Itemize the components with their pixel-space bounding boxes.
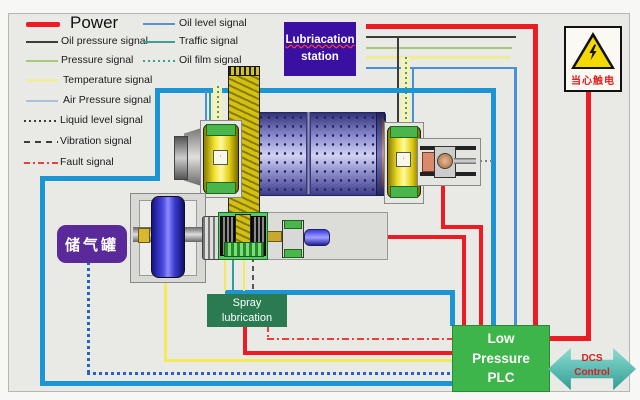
wire-temp-motor-drop [164, 278, 167, 361]
dcs-control-text: DCS Control [548, 352, 636, 380]
wire-temperature-top [366, 56, 510, 59]
wire-pinion-run [441, 225, 483, 229]
lightning-bolt-icon [589, 44, 597, 61]
gear-base-rack [224, 242, 264, 257]
spray-lubrication-box: Spray lubrication [207, 294, 287, 327]
legend-label-oil-level: Oil level signal [179, 17, 247, 29]
left-bearing-cap-top [206, 124, 236, 136]
legend-swatch-temperature [26, 79, 58, 82]
wire-spray-run [243, 351, 453, 355]
legend-swatch-power [26, 22, 60, 27]
legend-swatch-oil-pressure [26, 41, 58, 43]
wire-air-bottom [40, 381, 454, 386]
wire-power-top [366, 24, 538, 29]
plc-line3: PLC [487, 370, 515, 386]
lubrication-station-box: Lubriacation station [284, 22, 356, 76]
warning-text: 当心触电 [571, 76, 615, 87]
wire-sensor-right-oil-level [412, 67, 414, 147]
wire-gear-traffic [232, 250, 234, 291]
wire-liquid-drop [87, 262, 90, 375]
low-pressure-plc-box: Low Pressure PLC [452, 325, 550, 392]
wire-air-left-run [42, 176, 160, 181]
drive-motor-cylinder [304, 229, 330, 246]
drum-seam [306, 112, 311, 194]
wire-pinion-drop [441, 180, 445, 228]
legend-label-pressure: Pressure signal [61, 54, 134, 66]
legend-swatch-pressure [26, 60, 58, 62]
plc-line2: Pressure [472, 350, 530, 366]
wire-gear-temp1 [224, 250, 226, 291]
wire-fault-run [267, 338, 453, 340]
lubrication-station-line2: station [301, 51, 339, 63]
dcs-line2: Control [574, 367, 610, 378]
wire-sensor-left-oil-level [205, 91, 207, 131]
legend-swatch-liquid-level [24, 120, 58, 122]
legend-label-temperature: Temperature signal [63, 74, 153, 86]
wire-oil-pressure [366, 36, 516, 38]
girth-gear-teeth [228, 66, 260, 76]
wire-oil-level-down [514, 67, 517, 326]
wire-power-down [533, 24, 538, 326]
wire-warning-down [586, 88, 591, 341]
wire-temp-run [164, 359, 453, 362]
legend-label-traffic: Traffic signal [179, 35, 238, 47]
wire-air-left-side [40, 176, 45, 385]
spray-line2: lubrication [221, 311, 273, 324]
motor-hub [138, 228, 150, 243]
legend-swatch-vibration [24, 141, 58, 143]
wire-pressure [366, 47, 512, 49]
wire-pinion-down [479, 225, 483, 326]
pinion-shaft [454, 158, 476, 164]
wire-sensor-left-traffic [209, 91, 211, 131]
motor-flywheel [151, 196, 185, 278]
mill-drum [240, 112, 386, 196]
electric-shock-warning-sign: 当心触电 [564, 26, 622, 92]
wire-liquid-run [87, 372, 453, 375]
wire-sensor-left-oil-film [217, 86, 219, 132]
legend-label-vibration: Vibration signal [60, 135, 132, 147]
drive-bearing-cap-top [284, 220, 302, 229]
wire-oil-level [366, 67, 516, 69]
wire-sensor-right-oil-film [405, 57, 407, 147]
legend-swatch-traffic [143, 41, 175, 43]
legend-label-liquid-level: Liquid level signal [60, 114, 143, 126]
wire-vibration [252, 248, 254, 291]
legend-swatch-oil-level [143, 23, 175, 25]
legend-label-oil-pressure: Oil pressure signal [61, 35, 148, 47]
wire-motor-red-down [462, 235, 466, 326]
legend-swatch-air-pressure [26, 100, 58, 102]
right-bearing-cap-bottom [390, 186, 418, 198]
plc-line1: Low [487, 331, 515, 347]
wire-warning-run [546, 336, 591, 341]
air-tank-label: 储气罐 [57, 225, 127, 263]
wire-air-bus2-drop [450, 290, 455, 326]
wire-air-right-drop [491, 88, 496, 326]
air-tank-text: 储气罐 [64, 236, 119, 254]
pinion-bearing-core [437, 153, 453, 169]
left-bearing-port: · [213, 150, 228, 165]
wire-gear-temp2 [243, 250, 245, 291]
legend-label-oil-film: Oil film signal [179, 54, 242, 66]
left-bearing-cap-bottom [206, 182, 236, 194]
legend-swatch-fault [24, 162, 58, 164]
legend-swatch-oil-film [143, 60, 175, 62]
motor-shaft-right [180, 227, 204, 242]
wire-air-bus2 [225, 290, 455, 295]
right-bearing-port: · [396, 152, 411, 167]
wire-air-bus [157, 88, 495, 93]
drive-bearing-cap-bottom [284, 249, 302, 258]
right-bearing-cap-top [390, 126, 418, 138]
legend-label-power: Power [70, 13, 119, 32]
wire-air-left-drop [155, 88, 160, 178]
legend-label-fault: Fault signal [60, 156, 114, 168]
wire-spray-drop [243, 325, 247, 354]
spray-line1: Spray [232, 296, 262, 309]
dcs-line1: DCS [581, 353, 603, 364]
wire-motor-red-run [328, 235, 466, 239]
lubrication-station-line1: Lubriacation [285, 33, 355, 46]
feed-shaft [174, 136, 188, 180]
legend-label-air-pressure: Air Pressure signal [63, 94, 152, 106]
